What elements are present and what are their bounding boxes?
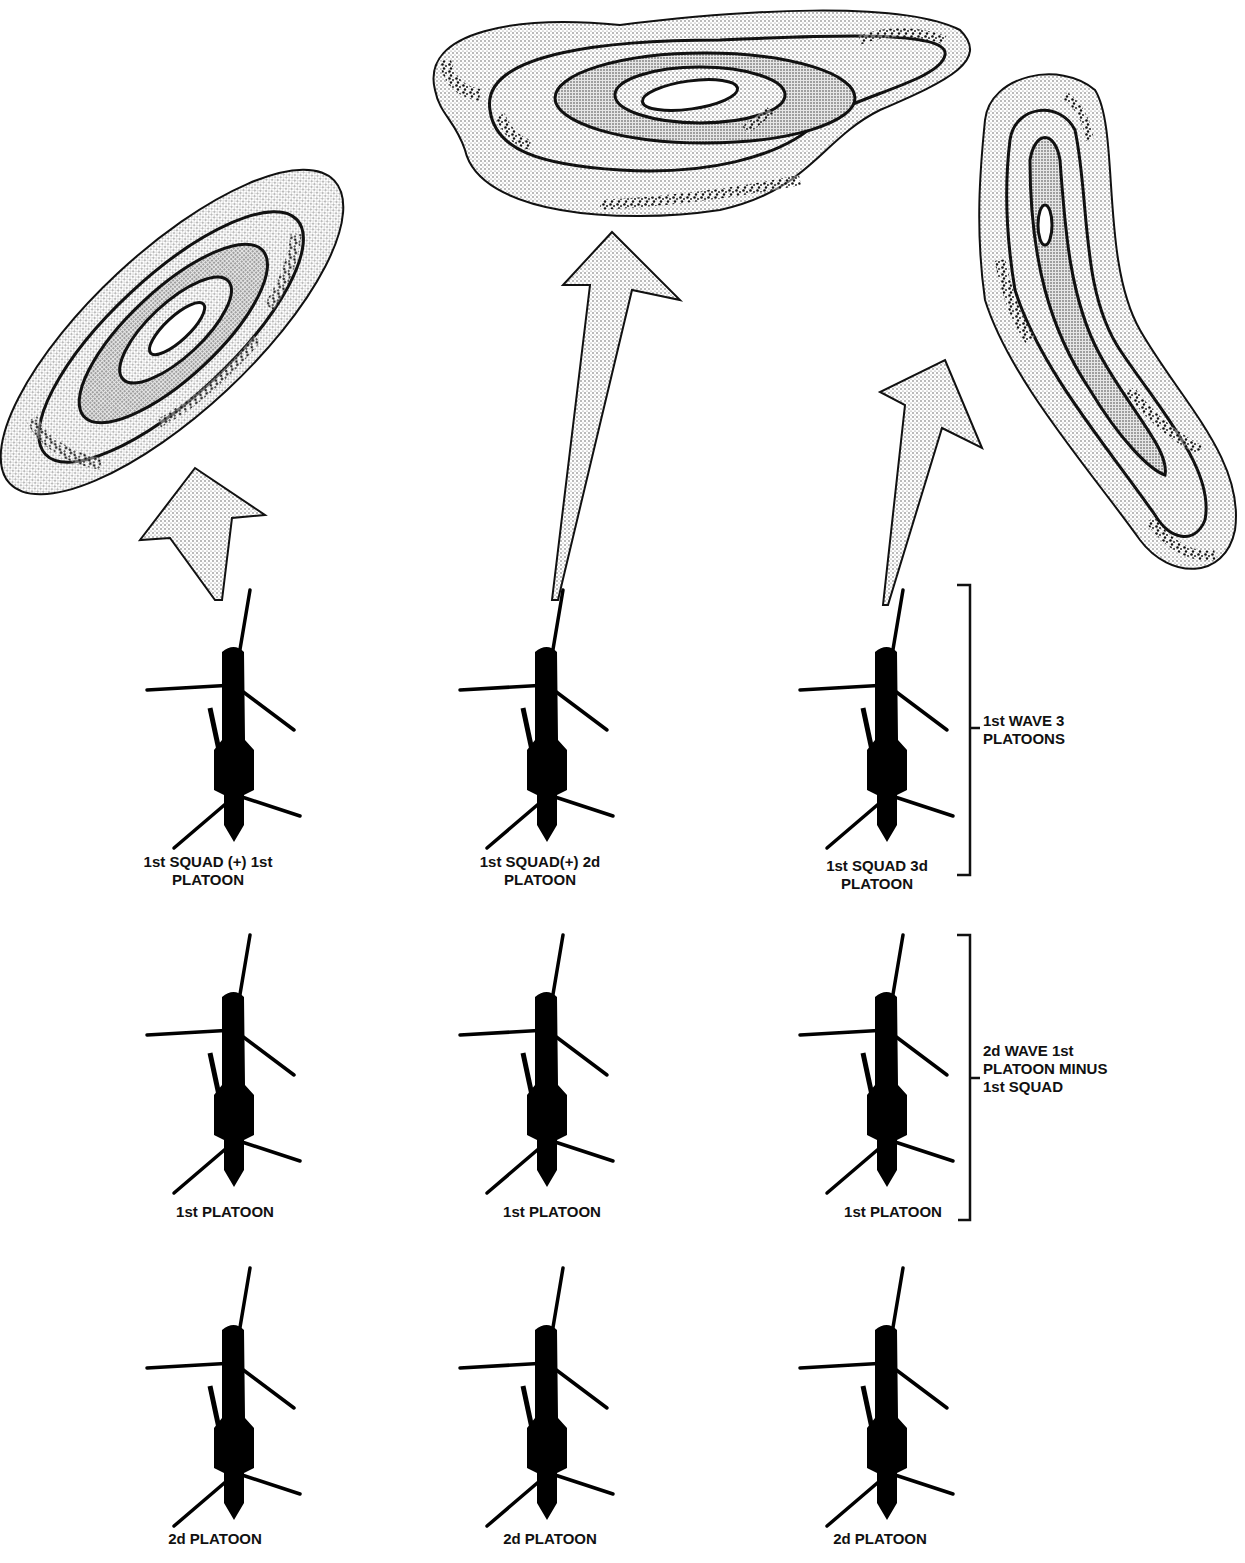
helicopter-label: 2d PLATOON bbox=[480, 1530, 620, 1548]
assault-arrow bbox=[140, 232, 982, 605]
wave-bracket bbox=[957, 585, 980, 1220]
helicopter-label: 2d PLATOON bbox=[810, 1530, 950, 1548]
helicopter-label: 1st SQUAD (+) 1st PLATOON bbox=[143, 853, 273, 889]
wave-label: 1st WAVE 3 PLATOONS bbox=[983, 712, 1093, 748]
helicopter-label: 1st PLATOON bbox=[482, 1203, 622, 1221]
terrain-hill bbox=[979, 74, 1236, 568]
helicopter-label: 1st SQUAD(+) 2d PLATOON bbox=[475, 853, 605, 889]
helicopter-label: 1st PLATOON bbox=[833, 1203, 953, 1221]
terrain-hill bbox=[433, 11, 970, 217]
helicopter-grid bbox=[147, 590, 953, 1526]
wave-label: 2d WAVE 1st PLATOON MINUS 1st SQUAD bbox=[983, 1042, 1123, 1096]
helicopter-label: 1st SQUAD 3d PLATOON bbox=[822, 857, 932, 893]
helicopter-label: 1st PLATOON bbox=[155, 1203, 295, 1221]
helicopter-label: 2d PLATOON bbox=[145, 1530, 285, 1548]
